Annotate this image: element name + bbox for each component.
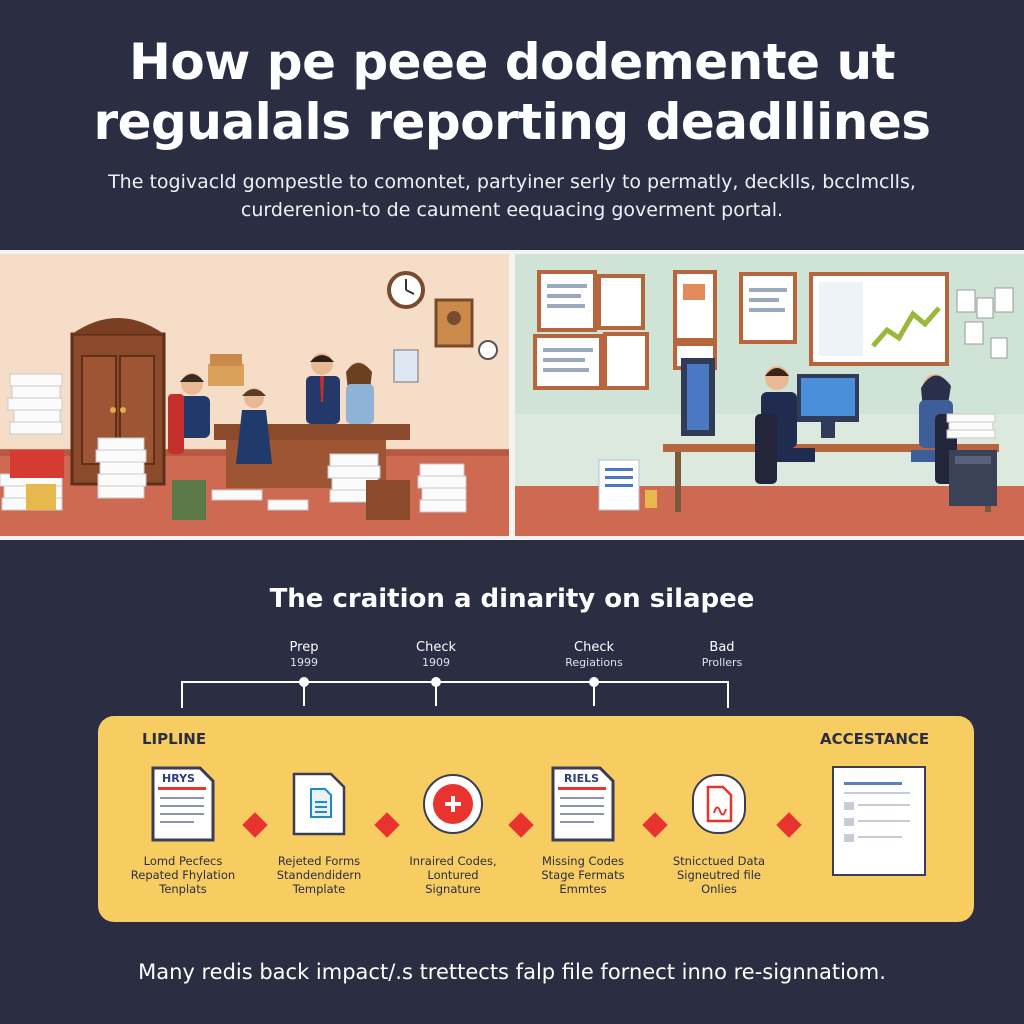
page-title: How pe peee dodemente ut regualals repor… <box>0 32 1024 152</box>
caption-line: Lontured <box>427 868 479 882</box>
caption-line: Missing Codes <box>542 854 624 868</box>
milestone-bad: Bad Prollers <box>662 640 782 670</box>
step-caption: Rejeted Forms Standendidern Template <box>244 854 394 896</box>
workflow-step-2: Rejeted Forms Standendidern Template <box>244 764 394 896</box>
page-subtitle: The togivacld gompestle to comontet, par… <box>60 168 964 224</box>
caption-line: Standendidern <box>276 868 362 882</box>
signature-seal-icon <box>423 774 483 834</box>
milestone-label: Check <box>574 640 614 655</box>
section-title: The craition a dinarity on silapee <box>269 584 755 614</box>
chaotic-office-illustration <box>0 254 509 536</box>
milestone-sub: Regiations <box>565 656 623 669</box>
subtitle-line-1: The togivacld gompestle to comontet, par… <box>108 171 916 193</box>
milestone-label: Bad <box>709 640 735 655</box>
chaotic-office-svg <box>0 254 509 536</box>
caption-line: Stage Fermats <box>541 868 625 882</box>
milestone-label: Check <box>416 640 456 655</box>
step-caption: Lomd Pecfecs Repated Fhylation Tenplats <box>108 854 258 896</box>
step-caption: Stnicctued Data Signeutred file Onlies <box>644 854 794 896</box>
subtitle-line-2: curderenion-to de caument eequacing gove… <box>240 199 784 221</box>
caption-line: Tenplats <box>159 882 207 896</box>
caption-line: Repated Fhylation <box>130 868 236 882</box>
title-line-1: How pe peee dodemente ut <box>128 33 896 91</box>
form-document-icon <box>292 772 346 836</box>
footer-note: Many redis back impact/.s trettects falp… <box>138 960 886 984</box>
milestone-check-2: Check Regiations <box>534 640 654 670</box>
title-line-2: regualals reporting deadllines <box>93 93 931 151</box>
document-icon: RIELS <box>551 766 615 842</box>
step-caption: Inraired Codes, Lontured Signature <box>378 854 528 896</box>
milestone-sub: 1909 <box>422 656 450 669</box>
accepted-document-svg <box>844 782 910 842</box>
workflow-step-4: RIELS Missing Codes Stage Fermats Emmtes <box>508 764 658 896</box>
timeline-bracket <box>181 677 729 708</box>
document-icon: HRYS <box>151 766 215 842</box>
milestone-sub: Prollers <box>701 656 743 669</box>
caption-line: Onlies <box>701 882 737 896</box>
milestone-prep: Prep 1999 <box>244 640 364 670</box>
workflow-panel: LIPLINE ACCESTANCE HRYS Lomd Pecfecs Rep… <box>98 716 974 922</box>
caption-line: Rejeted Forms <box>277 854 361 868</box>
caption-line: Signature <box>425 882 481 896</box>
organized-office-svg <box>515 254 1024 536</box>
workflow-step-5: Stnicctued Data Signeutred file Onlies <box>644 764 794 896</box>
pipeline-label: LIPLINE <box>142 730 207 748</box>
workflow-step-3: Inraired Codes, Lontured Signature <box>378 764 528 896</box>
organized-office-illustration <box>515 254 1024 536</box>
caption-line: Signeutred file <box>677 868 761 882</box>
caption-line: Inraired Codes, <box>409 854 497 868</box>
document-label: HRYS <box>162 772 195 785</box>
step-caption: Missing Codes Stage Fermats Emmtes <box>508 854 658 896</box>
acceptance-label: ACCESTANCE <box>820 730 930 748</box>
workflow-step-1: HRYS Lomd Pecfecs Repated Fhylation Tenp… <box>108 764 258 896</box>
caption-line: Template <box>292 882 346 896</box>
caption-line: Emmtes <box>559 882 607 896</box>
illustration-strip <box>0 250 1024 540</box>
caption-line: Lomd Pecfecs <box>143 854 223 868</box>
caption-line: Stnicctued Data <box>672 854 766 868</box>
milestone-label: Prep <box>289 640 319 655</box>
accepted-document-icon <box>832 766 926 876</box>
signed-file-icon <box>692 774 746 834</box>
milestone-check-1: Check 1909 <box>376 640 496 670</box>
document-label: RIELS <box>564 772 599 785</box>
milestone-sub: 1999 <box>290 656 318 669</box>
